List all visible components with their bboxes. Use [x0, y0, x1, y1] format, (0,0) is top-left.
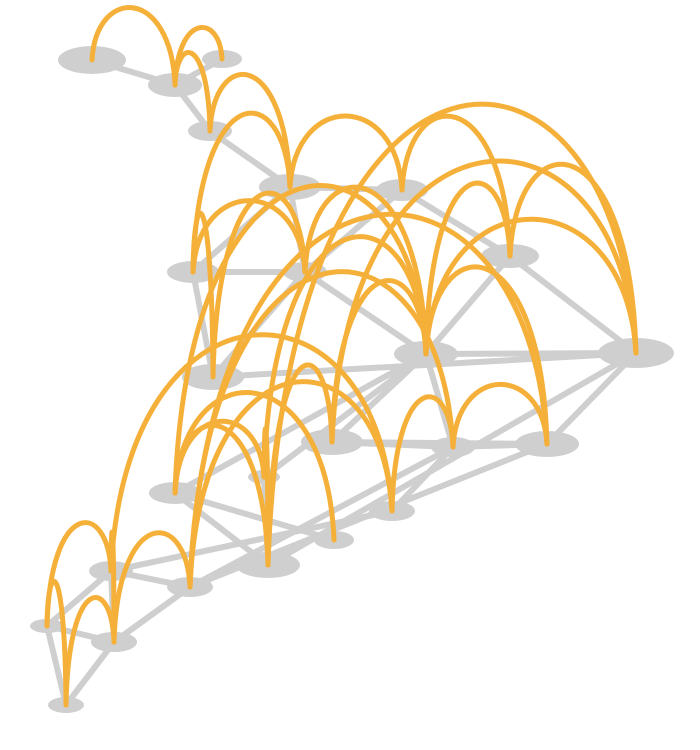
node-layer	[30, 46, 674, 713]
graph-arc	[187, 269, 456, 590]
graph-arc	[423, 264, 550, 447]
graph-arc	[190, 110, 293, 275]
graph-arc	[207, 71, 293, 190]
graph-arc	[111, 530, 193, 645]
graph-arc	[108, 332, 395, 574]
graph-arc	[399, 113, 513, 259]
graph-arc	[210, 190, 308, 380]
graph-arc	[190, 198, 308, 275]
edge-layer	[44, 56, 639, 708]
graph-arc	[265, 362, 335, 568]
graph-edge	[108, 508, 395, 574]
graph-arc	[389, 394, 456, 514]
graph-arc	[89, 5, 178, 88]
graph-edge	[302, 269, 429, 357]
graph-edge	[423, 253, 513, 357]
graph-arc	[63, 595, 117, 708]
graph-edge	[507, 253, 639, 356]
graph-arc	[507, 162, 639, 356]
graph-edge	[399, 187, 513, 259]
graph-arc	[172, 50, 213, 134]
graph-arc	[423, 180, 513, 357]
graph-arc	[190, 210, 216, 380]
graph-arc	[172, 183, 429, 496]
graph-edge	[63, 639, 117, 708]
graph-arc	[261, 234, 429, 480]
graph-arc	[108, 529, 117, 645]
graph-arc	[329, 158, 639, 445]
arc-layer	[44, 5, 639, 708]
graph-arc	[287, 113, 405, 193]
graph-arc	[265, 101, 639, 568]
graph-arc	[44, 579, 69, 708]
graph-arc	[450, 381, 550, 450]
graph-edge	[187, 444, 456, 590]
graph-edge	[111, 584, 193, 645]
graph-arc	[302, 184, 429, 357]
graph-edge	[544, 350, 639, 447]
graph-edge	[44, 623, 69, 708]
graph-edge	[190, 269, 216, 380]
graph-edge	[389, 444, 456, 514]
graph-arc	[172, 418, 267, 496]
graph-edge	[44, 568, 114, 629]
graph-edge	[261, 351, 429, 480]
